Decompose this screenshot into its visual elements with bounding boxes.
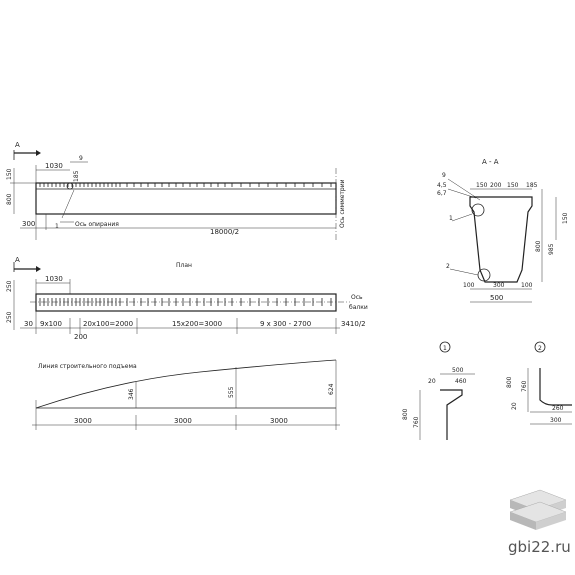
dim-150-sec: 150 <box>562 212 569 224</box>
d2-dim-760: 760 <box>521 380 528 392</box>
gbi-logo-icon <box>509 489 567 530</box>
dim-185-elev: 185 <box>73 170 80 182</box>
camber-value-3: 624 <box>328 383 335 395</box>
detail-1: 1 500 20 460 800 760 <box>402 341 475 440</box>
d2-dim-800: 800 <box>506 376 513 388</box>
dim-9x300: 9 х 300 - 2700 <box>260 320 311 328</box>
dim-bottom-2: 300 <box>493 282 505 289</box>
plan-view: План А 1030 Ось балки 250 250 30 9х100 2… <box>6 256 368 341</box>
detail-2: 2 800 760 20 260 300 <box>506 341 572 425</box>
symmetry-axis-label: Ось симметрии <box>339 179 346 228</box>
beam-axis-label-1: Ось <box>351 294 363 301</box>
watermark-text: gbi22.ru <box>508 538 571 556</box>
dim-top-3: 150 <box>507 182 519 189</box>
detail-2-number: 2 <box>538 345 542 352</box>
d1-dim-500: 500 <box>452 367 464 374</box>
support-axis-label: Ось опирания <box>75 221 119 228</box>
dim-9-elev: 9 <box>79 155 83 162</box>
camber-span-2: 3000 <box>174 417 192 425</box>
dim-300-elev: 300 <box>22 220 35 228</box>
d1-dim-460: 460 <box>455 378 467 385</box>
dim-top-2: 200 <box>490 182 502 189</box>
section-aa-title: А - А <box>482 158 499 166</box>
dim-9-sec: 9 <box>442 172 446 179</box>
beam-axis-label-2: балки <box>349 304 368 311</box>
camber-line: Линия строительного подъема 346 555 624 … <box>32 359 340 430</box>
d2-dim-300: 300 <box>550 417 562 424</box>
callout-2-sec: 2 <box>446 263 450 270</box>
camber-span-3: 3000 <box>270 417 288 425</box>
dim-500-sec: 500 <box>490 294 503 302</box>
dim-bottom-3: 100 <box>521 282 533 289</box>
dim-bottom-1: 100 <box>463 282 475 289</box>
dim-20x100: 20х100=2000 <box>83 320 133 328</box>
dim-185-sec: 185 <box>526 182 538 189</box>
dim-30: 30 <box>24 320 33 328</box>
section-mark-a-top: А <box>15 141 20 149</box>
d1-dim-800: 800 <box>402 408 409 420</box>
dim-800-sec: 800 <box>535 240 542 252</box>
d1-dim-760: 760 <box>413 416 420 428</box>
beam-elevation: А 1030 9 185 150 800 300 1 Ось опирания … <box>6 141 346 240</box>
section-mark-a-bottom: А <box>15 256 20 264</box>
dim-800-elev: 800 <box>6 193 13 205</box>
dim-150-elev: 150 <box>6 168 13 180</box>
dim-15x200: 15х200=3000 <box>172 320 222 328</box>
camber-value-2: 555 <box>228 386 235 398</box>
callout-1-elev: 1 <box>55 223 59 230</box>
dim-250-top: 250 <box>6 280 13 292</box>
plan-title: План <box>176 262 192 269</box>
camber-label: Линия строительного подъема <box>38 363 137 370</box>
camber-value-1: 346 <box>128 388 135 400</box>
d1-dim-20: 20 <box>428 378 436 385</box>
d2-dim-20: 20 <box>511 402 518 410</box>
callout-1-sec: 1 <box>449 215 453 222</box>
dim-1030-plan: 1030 <box>45 275 63 283</box>
d2-dim-260: 260 <box>552 405 564 412</box>
dim-200: 200 <box>74 333 87 341</box>
dim-67-sec: 6,7 <box>437 190 447 197</box>
dim-3410: 3410/2 <box>341 320 366 328</box>
dim-1030-elev: 1030 <box>45 162 63 170</box>
dim-45-sec: 4,5 <box>437 182 447 189</box>
dim-length: 18000/2 <box>210 228 239 236</box>
detail-1-number: 1 <box>443 345 447 352</box>
dim-250-bottom: 250 <box>6 311 13 323</box>
dim-top-1: 150 <box>476 182 488 189</box>
section-aa: А - А 150 200 150 185 9 4,5 6,7 1 2 800 … <box>437 158 569 303</box>
dim-9x100: 9х100 <box>40 320 62 328</box>
dim-985-sec: 985 <box>548 243 555 255</box>
camber-span-1: 3000 <box>74 417 92 425</box>
